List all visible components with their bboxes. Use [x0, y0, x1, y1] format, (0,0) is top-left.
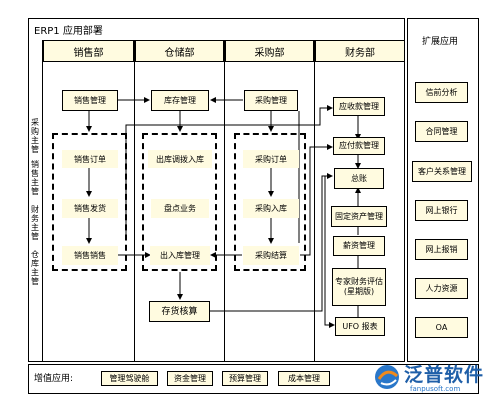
- ap-management-box[interactable]: 应付款管理: [333, 137, 385, 155]
- page-title: ERP1 应用部署: [34, 26, 103, 37]
- ext-app-contract[interactable]: 合同管理: [415, 121, 468, 142]
- ext-app-online-expense[interactable]: 网上报销: [415, 239, 468, 260]
- logo-url: fanpusoft.com: [410, 385, 461, 393]
- left-col-line: [42, 40, 43, 361]
- purchase-dashed-group: [234, 133, 306, 271]
- sales-order-box[interactable]: 销售订单: [62, 150, 118, 168]
- value-added-cost[interactable]: 成本管理: [278, 371, 330, 386]
- dept-header-warehouse: 仓储部: [135, 40, 224, 62]
- fixed-assets-box[interactable]: 固定资产管理: [331, 206, 387, 227]
- col-line-2: [224, 40, 225, 361]
- stocktake-box[interactable]: 盘点业务: [151, 199, 209, 218]
- col-line-3: [314, 40, 315, 361]
- expert-finance-box[interactable]: 专家财务评估(星期版): [332, 268, 386, 306]
- ufo-report-box[interactable]: UFO 报表: [335, 317, 385, 336]
- ar-management-box[interactable]: 应收款管理: [333, 97, 385, 116]
- value-added-budget[interactable]: 预算管理: [222, 371, 268, 386]
- bottom-label: 增值应用:: [34, 374, 74, 384]
- bottom-frame: [28, 364, 479, 394]
- ext-app-crm[interactable]: 客户关系管理: [412, 161, 472, 182]
- dept-header-purchase: 采购部: [225, 40, 314, 62]
- ext-app-analysis[interactable]: 信前分析: [415, 82, 468, 103]
- inventory-management-box[interactable]: 库存管理: [151, 90, 209, 111]
- side-label-sales-manager: 销售主管: [31, 160, 39, 196]
- ext-app-hr[interactable]: 人力资源: [415, 278, 468, 299]
- logo: 泛普软件 fanpusoft.com: [372, 358, 494, 396]
- sales-delivery-box[interactable]: 销售发货: [62, 199, 118, 218]
- dept-header-finance: 财务部: [315, 40, 405, 62]
- ext-app-online-bank[interactable]: 网上银行: [415, 200, 468, 221]
- warehouse-dashed-group: [142, 133, 217, 271]
- payroll-box[interactable]: 薪资管理: [333, 236, 385, 256]
- dept-header-sales: 销售部: [43, 40, 134, 62]
- side-label-warehouse-manager: 仓库主管: [31, 250, 39, 286]
- main-frame: [28, 18, 405, 362]
- ext-title: 扩展应用: [422, 37, 459, 47]
- sales-management-box[interactable]: 销售管理: [62, 90, 118, 111]
- inventory-accounting-box[interactable]: 存货核算: [149, 301, 210, 322]
- purchase-management-box[interactable]: 采购管理: [244, 90, 298, 111]
- outbound-transfer-inbound-box[interactable]: 出库调拨入库: [148, 150, 212, 168]
- value-added-cockpit[interactable]: 管理驾驶舱: [101, 371, 158, 386]
- side-label-finance-manager: 财务主管: [31, 205, 39, 241]
- purchase-inbound-box[interactable]: 采购入库: [243, 199, 299, 218]
- col-line-1: [134, 40, 135, 361]
- general-ledger-box[interactable]: 总账: [334, 168, 384, 189]
- ext-app-oa[interactable]: OA: [415, 317, 468, 338]
- sales-sales-box[interactable]: 销售销售: [62, 246, 118, 265]
- purchase-settlement-box[interactable]: 采购结算: [243, 246, 299, 265]
- stock-in-out-box[interactable]: 出入库管理: [150, 246, 210, 265]
- ext-frame: [407, 18, 479, 362]
- logo-icon: [375, 365, 399, 389]
- side-label-purchase-manager: 采购主管: [31, 118, 39, 154]
- value-added-funds[interactable]: 资金管理: [167, 371, 213, 386]
- logo-text: 泛普软件: [404, 364, 485, 386]
- purchase-order-box[interactable]: 采购订单: [243, 150, 299, 168]
